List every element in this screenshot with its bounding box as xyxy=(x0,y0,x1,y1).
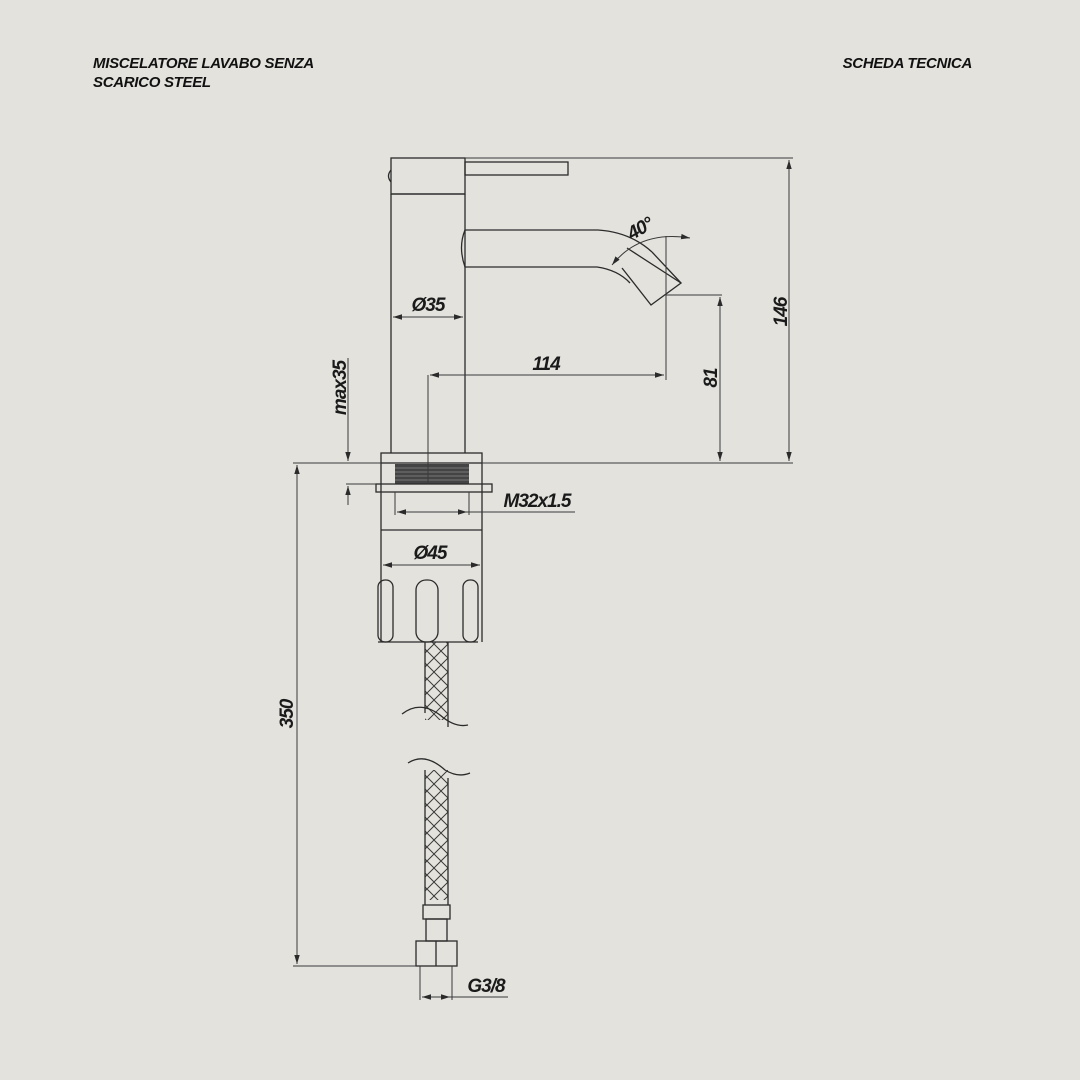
dimension-max-deck: max35 xyxy=(330,358,381,505)
dim-hose-connection: G3/8 xyxy=(467,976,506,997)
flexible-hose xyxy=(401,642,471,967)
dimension-hose-connection: G3/8 xyxy=(419,966,508,1000)
product-title-line-2: SCARICO STEEL xyxy=(93,74,211,91)
product-title: MISCELATORE LAVABO SENZA SCARICO STEEL xyxy=(93,54,314,92)
faucet-body xyxy=(387,157,569,453)
dim-spout-height: 81 xyxy=(701,368,722,388)
dimension-total-height: 146 xyxy=(465,157,793,464)
dim-max-deck-thickness: max35 xyxy=(330,359,351,415)
dim-base-diameter: Ø45 xyxy=(414,543,448,564)
dim-body-diameter: Ø35 xyxy=(412,295,446,316)
spout xyxy=(460,229,683,306)
dimension-thread: M32x1.5 xyxy=(394,491,575,515)
dimension-base-diameter: Ø45 xyxy=(383,543,480,568)
document-type-label: SCHEDA TECNICA xyxy=(842,55,973,72)
deck-mount xyxy=(375,452,493,643)
dim-spout-angle: 40° xyxy=(623,213,658,245)
dimension-spout-angle: 40° xyxy=(611,213,691,266)
dim-hose-length: 350 xyxy=(277,698,298,728)
dimension-body-diameter: Ø35 xyxy=(393,295,463,320)
dimension-hose-length: 350 xyxy=(277,462,416,967)
dim-thread: M32x1.5 xyxy=(504,491,572,512)
dim-total-height: 146 xyxy=(771,296,792,326)
dimension-spout-height: 81 xyxy=(666,294,723,461)
product-title-line-1: MISCELATORE LAVABO SENZA xyxy=(93,55,314,72)
dim-spout-reach: 114 xyxy=(532,354,561,375)
dimension-spout-reach: 114 xyxy=(427,236,667,483)
